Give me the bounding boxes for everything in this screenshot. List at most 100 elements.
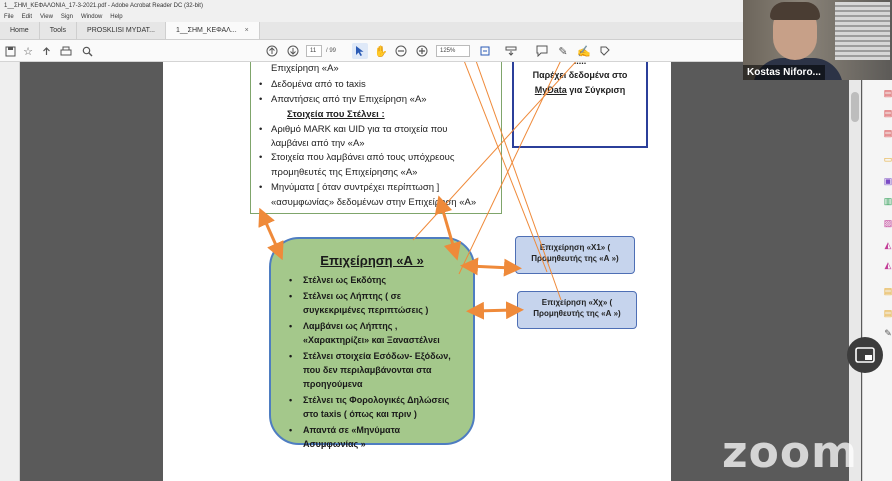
save-icon[interactable] <box>2 43 18 59</box>
arrow-topbox-greenbox-left <box>258 207 284 261</box>
topbox-line-8: Μηνύματα [ όταν συντρέχει περίπτωση ] <box>259 182 439 193</box>
right-tools-panel: ▤ ▤ ▤ ▭ ▣ ▥ ▨ ◭ ◭ ▤ ▤ ✎ <box>862 62 892 481</box>
fill-sign-icon[interactable]: ◭ <box>884 260 892 270</box>
business-a-box: Επιχείρηση «Α » Στέλνει ως Εκδότης Στέλν… <box>269 237 475 449</box>
window-blinds <box>835 2 890 60</box>
create-pdf-icon[interactable]: ▤ <box>883 108 892 118</box>
search-icon[interactable] <box>79 43 95 59</box>
topbox-line-5: λαμβάνει από την «Α» <box>271 138 365 149</box>
green-line-9: στο taxis ( όπως και πριν ) <box>303 409 417 419</box>
mydata-line-1: Παρέχει δεδομένα στο <box>532 70 628 80</box>
redact-icon[interactable]: ▨ <box>883 218 892 228</box>
mydata-dots: ..... <box>514 62 646 66</box>
pen-tool-icon[interactable]: ✎ <box>884 328 892 338</box>
tab-home[interactable]: Home <box>0 22 40 39</box>
topbox-line-7: προμηθευτές της Επιχείρησης «Α» <box>271 167 418 178</box>
arrow-topbox-greenbox-right <box>434 195 462 261</box>
green-line-3: Λαμβάνει ως Λήπτης , <box>289 321 397 331</box>
tab-bar: Home Tools PROSKLISI MYDAT... 1__ΣΗΜ_ΚΕΦ… <box>0 22 892 40</box>
menu-help[interactable]: Help <box>110 14 123 20</box>
tab-proskilsi[interactable]: PROSKLISI MYDAT... <box>77 22 166 39</box>
comment-tool-icon[interactable]: ▭ <box>883 154 892 164</box>
participant-hair <box>770 2 820 20</box>
tab-home-label: Home <box>10 27 29 34</box>
hand-icon[interactable]: ✋ <box>374 45 388 58</box>
tab-proskilsi-label: PROSKLISI MYDAT... <box>87 27 155 34</box>
left-panel <box>0 62 20 481</box>
arrow-diag-3 <box>475 62 562 301</box>
arrow-diag-2 <box>464 62 548 273</box>
topbox-line-2: Απαντήσεις από την Επιχείρηση «Α» <box>259 94 427 105</box>
green-line-1: Στέλνει ως Λήπτης ( σε <box>289 291 401 301</box>
down-arrow-icon[interactable] <box>285 43 301 59</box>
green-line-5: Στέλνει στοιχεία Εσόδων- Εξόδων, <box>289 351 451 361</box>
supplier-xx-box: Επιχείρηση «Χχ» ( Προμηθευτής της «Α ») <box>517 291 637 329</box>
menu-bar: File Edit View Sign Window Help <box>0 12 892 22</box>
scrollbar-thumb[interactable] <box>851 92 859 122</box>
toolbar: ☆ 11 / 99 ✋ 125% <box>0 40 892 62</box>
fit-page-icon[interactable] <box>477 43 493 59</box>
topbox-line-0: Επιχείρηση «Α» <box>271 63 339 74</box>
supplier-xx-line-2: Προμηθευτής της «Α ») <box>533 309 621 318</box>
up-arrow-icon[interactable] <box>264 43 280 59</box>
supplier-x1-line-2: Προμηθευτής της «Α ») <box>531 254 619 263</box>
supplier-xx-line-1: Επιχείρηση «Χχ» ( <box>541 298 613 307</box>
sign-icon[interactable]: ✍ <box>577 45 591 58</box>
edit-pdf-icon[interactable]: ▤ <box>883 128 892 138</box>
menu-file[interactable]: File <box>4 14 14 20</box>
topbox-line-9: «ασυμφωνίας» δεδομένων στην Επιχείρηση «… <box>271 197 477 208</box>
cursor-icon[interactable] <box>352 43 368 59</box>
zoom-logo: zoom <box>722 427 858 478</box>
close-icon[interactable]: × <box>244 27 249 34</box>
more-tools-icon[interactable]: ▤ <box>883 286 892 296</box>
vertical-scrollbar[interactable] <box>849 62 861 481</box>
zoom-level-select[interactable]: 125% <box>436 45 470 57</box>
mydata-box: ..... Παρέχει δεδομένα στο MyData για Σύ… <box>512 62 648 148</box>
export-pdf-icon[interactable]: ▤ <box>883 88 892 98</box>
menu-view[interactable]: View <box>40 14 53 20</box>
tab-current-document[interactable]: 1__ΣΗΜ_ΚΕΦΑΛ... × <box>165 22 260 39</box>
green-line-4: «Χαρακτηρίζει» και Ξαναστέλνει <box>303 335 440 345</box>
menu-window[interactable]: Window <box>80 14 103 20</box>
organize-pages-icon[interactable]: ▥ <box>883 196 892 206</box>
green-line-11: Ασυμφωνίας » <box>303 439 366 449</box>
comment-icon[interactable] <box>534 43 550 59</box>
taxis-info-box: Επιχείρηση «Α» Δεδομένα από το taxis Απα… <box>250 62 502 214</box>
star-icon[interactable]: ☆ <box>23 45 33 58</box>
arrow-diag-4 <box>412 62 577 241</box>
tab-tools[interactable]: Tools <box>40 22 78 39</box>
tab-current-label: 1__ΣΗΜ_ΚΕΦΑΛ... <box>175 27 237 34</box>
green-line-8: Στέλνει τις Φορολογικές Δηλώσεις <box>289 395 449 405</box>
arrow-diag-1 <box>458 62 561 275</box>
participant-video[interactable]: Kostas Niforo... <box>743 0 892 80</box>
read-mode-icon[interactable] <box>503 43 519 59</box>
green-line-7: προηγούμενα <box>303 379 363 389</box>
print-icon[interactable] <box>58 43 74 59</box>
topbox-line-6: Στοιχεία που λαμβάνει από τους υπόχρεους <box>259 152 454 163</box>
topbox-heading: Στοιχεία που Στέλνει : <box>287 109 385 120</box>
tab-tools-label: Tools <box>49 27 67 34</box>
topbox-line-4: Αριθμό MARK και UID για τα στοιχεία που <box>259 124 447 135</box>
arrow-green-supplier-x1 <box>460 257 522 277</box>
upload-icon[interactable] <box>38 43 54 59</box>
send-tool-icon[interactable]: ▤ <box>883 308 892 318</box>
pen-icon[interactable]: ✎ <box>558 45 568 58</box>
window-title: 1__ΣΗΜ_ΚΕΦΑΛΟΝΙΑ_17-3-2021.pdf - Adobe A… <box>0 0 892 12</box>
menu-edit[interactable]: Edit <box>21 14 33 20</box>
combine-files-icon[interactable]: ▣ <box>883 176 892 186</box>
page-total: / 99 <box>326 48 337 54</box>
mydata-line-2: MyData για Σύγκριση <box>534 85 626 95</box>
share-screen-icon[interactable] <box>847 337 883 373</box>
connector-arrows <box>258 62 577 320</box>
menu-sign[interactable]: Sign <box>60 14 73 20</box>
minus-icon[interactable] <box>393 43 409 59</box>
page-number-input[interactable]: 11 <box>306 45 322 57</box>
green-line-6: που δεν περιλαμβάνονται στα <box>303 365 432 375</box>
protect-icon[interactable]: ◭ <box>884 240 892 250</box>
supplier-x1-line-1: Επιχείρηση «Χ1» ( <box>539 243 611 252</box>
business-a-title: Επιχείρηση «Α » <box>320 253 424 268</box>
plus-icon[interactable] <box>414 43 430 59</box>
green-line-0: Στέλνει ως Εκδότης <box>289 275 386 285</box>
stamp-icon[interactable] <box>597 43 613 59</box>
